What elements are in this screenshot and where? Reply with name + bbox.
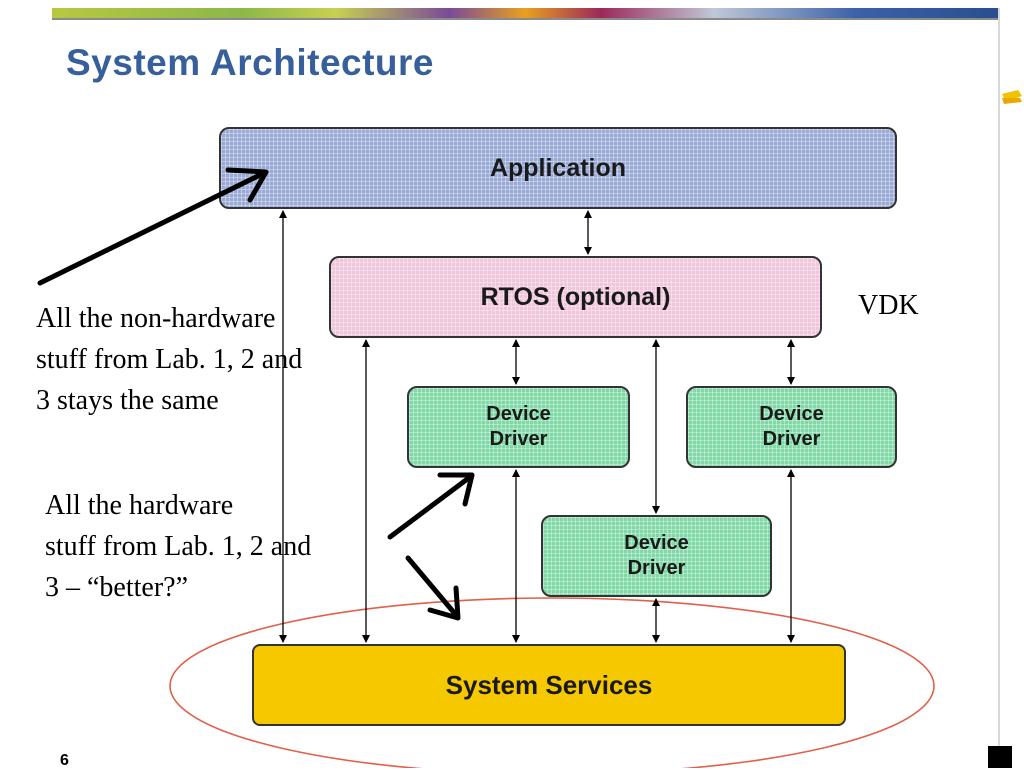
slide-title: System Architecture: [66, 42, 434, 83]
hardware-note: All the hardware stuff from Lab. 1, 2 an…: [45, 490, 312, 603]
arrow-to-application: [37, 167, 269, 286]
device-driver-block-2: Device Driver: [686, 386, 897, 468]
system-services-highlight-ellipse: [169, 597, 935, 768]
non-hardware-note: All the non-hardware stuff from Lab. 1, …: [36, 303, 303, 416]
rtos-block: RTOS (optional): [329, 256, 822, 338]
device-driver-2-label: Device Driver: [759, 403, 824, 450]
header-color-band: [52, 8, 998, 18]
pencil-icon: [1002, 90, 1022, 104]
logo-mark: [988, 746, 1012, 768]
right-edge-rule: [998, 8, 1000, 748]
arrow-to-system-services: [405, 555, 461, 621]
application-block: Application: [219, 127, 897, 209]
arrow-to-device-driver: [387, 472, 475, 540]
device-driver-3-label: Device Driver: [624, 532, 689, 579]
system-services-block: System Services: [252, 644, 846, 726]
page-number: 6: [60, 752, 69, 769]
device-driver-block-3: Device Driver: [541, 515, 772, 597]
vdk-label: VDK: [858, 290, 919, 321]
device-driver-block-1: Device Driver: [407, 386, 630, 468]
header-rule: [52, 18, 998, 20]
device-driver-1-label: Device Driver: [486, 403, 551, 450]
